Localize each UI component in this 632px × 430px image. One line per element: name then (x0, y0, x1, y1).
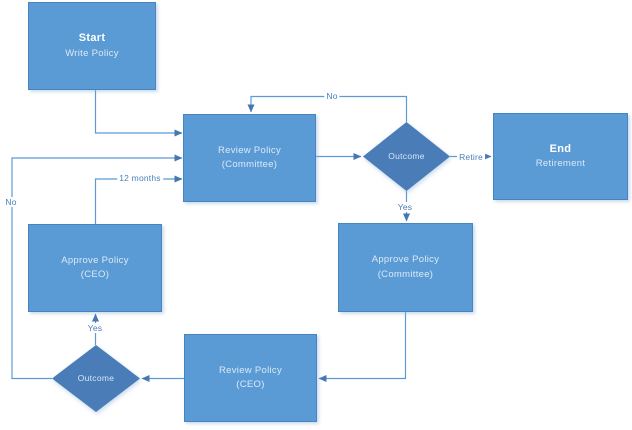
node-review-committee-subtitle: (Committee) (221, 159, 278, 170)
edge-label-outcome-bottom-no: No (3, 197, 19, 207)
node-outcome-bottom: Outcome (52, 345, 140, 412)
node-approve-ceo-title: Approve Policy (61, 254, 129, 266)
node-review-committee: Review Policy (Committee) (183, 114, 316, 202)
edge-approve-ceo-12-months (94, 175, 183, 224)
node-approve-ceo: Approve Policy (CEO) (28, 224, 162, 312)
node-end-title: End (549, 142, 572, 155)
edge-start-to-review-committee (94, 90, 183, 137)
node-approve-committee: Approve Policy (Committee) (338, 223, 473, 312)
edge-approve-committee-to-review-ceo (318, 312, 407, 382)
outcome-top-diamond-shape: Outcome (363, 122, 450, 191)
node-outcome-top: Outcome (363, 122, 450, 191)
node-start: Start Write Policy (28, 2, 156, 90)
edge-label-approve-ceo-12-months: 12 months (117, 173, 163, 183)
edge-label-outcome-top-no: No (324, 91, 340, 101)
node-outcome-top-label: Outcome (388, 151, 425, 162)
node-start-subtitle: Write Policy (65, 47, 119, 59)
node-review-ceo-title: Review Policy (218, 364, 283, 376)
node-review-ceo: Review Policy (CEO) (184, 334, 317, 422)
node-end: End Retirement (493, 113, 628, 200)
node-start-title: Start (78, 32, 106, 45)
node-approve-committee-subtitle: (Committee) (377, 268, 434, 280)
outcome-bottom-diamond-shape: Outcome (52, 345, 140, 412)
node-review-committee-title: Review Policy (217, 144, 282, 156)
edge-label-outcome-top-retire: Retire (457, 152, 485, 162)
node-approve-committee-title: Approve Policy (371, 254, 440, 266)
node-review-ceo-subtitle: (CEO) (236, 379, 265, 390)
edge-label-outcome-top-yes: Yes (395, 202, 415, 212)
node-end-subtitle: Retirement (535, 158, 586, 170)
node-outcome-bottom-label: Outcome (77, 373, 115, 384)
edge-label-outcome-bottom-yes: Yes (85, 323, 105, 333)
node-approve-ceo-subtitle: (CEO) (80, 269, 110, 280)
